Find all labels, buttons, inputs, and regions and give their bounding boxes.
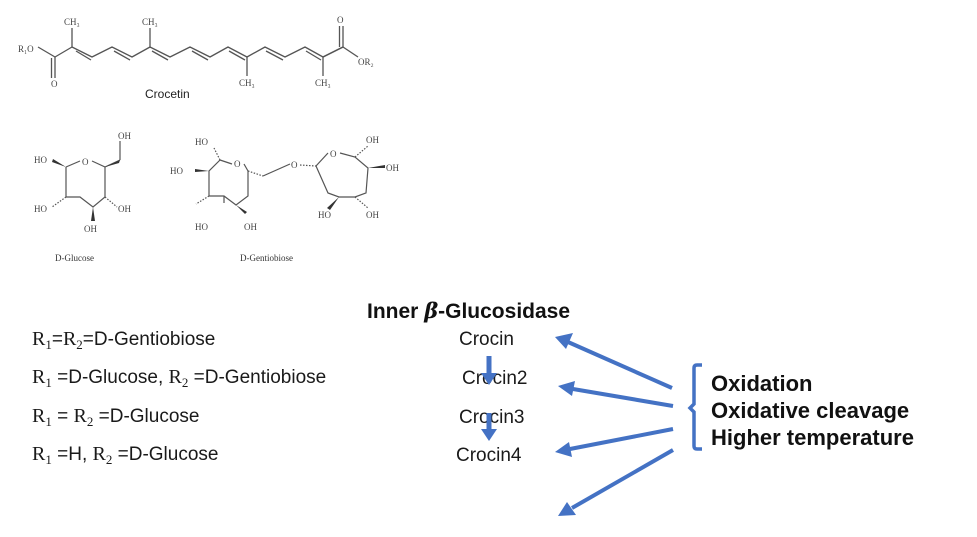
factor-oxidation: Oxidation [711, 371, 813, 396]
factor-list: Oxidation Oxidative cleavage Higher temp… [711, 370, 914, 451]
glucose-wedge [52, 159, 66, 167]
r1-subscript: 1 [45, 414, 52, 429]
r2-subscript: 2 [86, 414, 94, 429]
crocetin-ch3-label: CH₃ [315, 78, 331, 88]
r2-symbol: R [62, 328, 77, 350]
crocetin-or2-label: OR₂ [358, 57, 374, 67]
glucose-oh-label: OH [84, 224, 97, 234]
r2-subscript: 2 [181, 375, 189, 390]
substituent-row-3: R1 = R2 =D-Glucose [32, 405, 199, 430]
r1-symbol: R [32, 366, 46, 388]
glucose-ho-label: HO [34, 155, 47, 165]
product-crocin: Crocin [459, 329, 514, 350]
glucose-wedge [91, 207, 95, 221]
factor-higher-temperature: Higher temperature [711, 425, 914, 450]
crocetin-ch3-label: CH₃ [239, 78, 255, 88]
gentiobiose-wedge [368, 165, 385, 168]
gentiobiose-ho-label: HO [318, 210, 331, 220]
enzyme-prefix: Inner [367, 300, 425, 323]
crocetin-r1o-label: R₁O [18, 44, 34, 54]
gentiobiose-name: D-Gentiobiose [240, 253, 293, 263]
substituent-row-1: R1=R2=D-Gentiobiose [32, 328, 215, 353]
enzyme-suffix: -Glucosidase [438, 300, 571, 323]
gentiobiose-ho-label: HO [195, 222, 208, 232]
row-substituent: =D-Glucose [112, 444, 219, 465]
gentiobiose-ring-o-label: O [330, 149, 337, 159]
crocetin-name: Crocetin [145, 87, 190, 101]
r2-symbol: R [73, 405, 87, 427]
product-crocin4: Crocin4 [456, 445, 522, 466]
substituent-row-4: R1 =H, R2 =D-Glucose [32, 443, 218, 468]
product-crocin2: Crocin2 [462, 368, 528, 389]
factor-arrow-to-crocin3 [555, 427, 674, 457]
crocetin-ch3-label: CH₃ [64, 17, 80, 27]
r2-symbol: R [168, 366, 182, 388]
gentiobiose-structure [195, 145, 369, 209]
row-substituent: =D-Glucose [93, 406, 200, 427]
r1-subscript: 1 [45, 337, 52, 352]
r1-symbol: R [32, 405, 46, 427]
glucose-ho-label: HO [34, 204, 47, 214]
enzyme-label: Inner β-Glucosidase [367, 298, 570, 324]
factor-arrow-to-crocin [555, 333, 673, 390]
r2-symbol: R [92, 443, 106, 465]
factor-arrow-to-crocin2 [558, 381, 674, 408]
glucose-wedge [105, 160, 120, 167]
gentiobiose-wedge [195, 169, 209, 172]
gentiobiose-oh-label: OH [366, 135, 379, 145]
glucose-name: D-Glucose [55, 253, 94, 263]
row-substituent: =D-Gentiobiose [188, 367, 327, 388]
row-separator: =H, [51, 444, 93, 465]
row-substituent: =D-Gentiobiose [82, 329, 216, 350]
enzyme-beta: β [424, 298, 439, 323]
chemical-structures: R₁O O O OR₂ CH₃ CH₃ CH₃ CH₃ Crocetin O O… [18, 15, 399, 263]
r1-symbol: R [32, 328, 46, 350]
gentiobiose-ho-label: HO [170, 166, 183, 176]
glucose-oh-label: OH [118, 204, 131, 214]
factor-bracket [687, 363, 702, 451]
r1-subscript: 1 [45, 375, 52, 390]
gentiobiose-bridge-o-label: O [291, 160, 298, 170]
r1-subscript: 1 [45, 452, 52, 467]
r2-subscript: 2 [105, 452, 113, 467]
product-crocin3: Crocin3 [459, 407, 525, 428]
glucose-structure [51, 141, 121, 208]
gentiobiose-ring-o-label: O [234, 159, 241, 169]
substituent-row-2: R1 =D-Glucose, R2 =D-Gentiobiose [32, 366, 326, 391]
glucose-oh-label: OH [118, 131, 131, 141]
crocetin-o-top-label: O [337, 15, 344, 25]
factor-arrow-to-crocin4 [558, 448, 674, 516]
gentiobiose-wedge [236, 205, 247, 214]
gentiobiose-oh-label: OH [386, 163, 399, 173]
glucose-ring-o-label: O [82, 157, 89, 167]
gentiobiose-ho-label: HO [195, 137, 208, 147]
gentiobiose-wedge [327, 197, 339, 210]
row-separator: =D-Glucose, [51, 367, 169, 388]
r1-symbol: R [32, 443, 46, 465]
crocetin-ch3-label: CH₃ [142, 17, 158, 27]
crocetin-structure [37, 26, 359, 78]
gentiobiose-oh-label: OH [366, 210, 379, 220]
row-separator: = [51, 406, 74, 427]
gentiobiose-oh-label: OH [244, 222, 257, 232]
crocetin-o-bottom-label: O [51, 79, 58, 89]
row-separator: = [51, 329, 63, 350]
r2-subscript: 2 [76, 337, 83, 352]
factor-oxidative-cleavage: Oxidative cleavage [711, 398, 910, 423]
